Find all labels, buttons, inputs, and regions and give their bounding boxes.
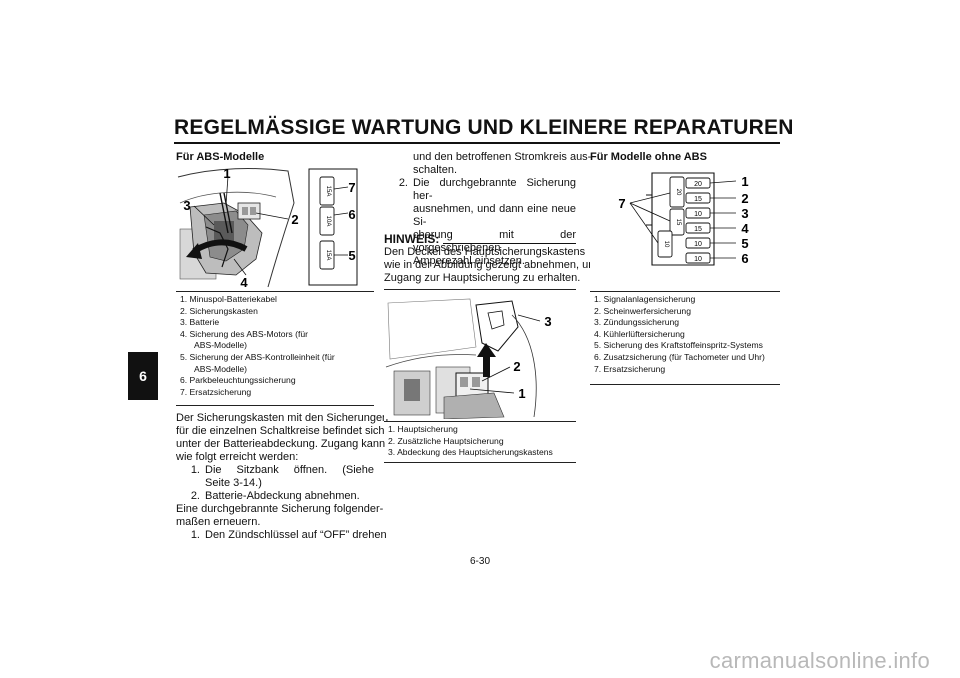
svg-text:10: 10 <box>694 241 702 248</box>
svg-text:20: 20 <box>694 181 702 188</box>
watermark: carmanualsonline.info <box>709 648 930 673</box>
svg-text:15: 15 <box>694 226 702 233</box>
caption-rule <box>590 384 780 385</box>
figure-label: 3 <box>183 198 190 213</box>
figure-label: 4 <box>741 221 749 236</box>
figure-label: 2 <box>513 359 520 374</box>
caption-rule <box>384 421 576 422</box>
svg-text:15A: 15A <box>325 186 331 197</box>
figure-label: 1 <box>741 174 748 189</box>
list-item: und den betroffenen Stromkreis aus-schal… <box>413 151 592 176</box>
svg-text:10A: 10A <box>325 216 331 227</box>
caption-rule <box>176 405 374 406</box>
caption-rule <box>384 462 576 463</box>
right-caption-list: 1. Signalanlagensicherung 2. Scheinwerfe… <box>594 294 765 374</box>
title-rule <box>174 142 780 144</box>
figure-label: 6 <box>741 251 748 266</box>
figure-abs-fuse-location: 15A 10A 15A 1 2 3 4 5 6 7 <box>176 163 374 290</box>
figure-label: 7 <box>618 196 625 211</box>
page-title: REGELMÄSSIGE WARTUNG UND KLEINERE REPARA… <box>174 116 794 139</box>
fuse-stack: 20 15 10 15 10 10 <box>685 177 711 264</box>
svg-text:15A: 15A <box>325 250 331 261</box>
figure-main-fuse: 3 2 1 <box>384 297 576 419</box>
figure-label: 6 <box>348 207 355 222</box>
list-item: 1. Den Zündschlüssel auf “OFF” drehen <box>190 529 387 541</box>
svg-text:20: 20 <box>675 189 681 196</box>
svg-text:10: 10 <box>694 256 702 263</box>
list-item: 2. Die durchgebrannte Sicherung her- aus… <box>398 177 576 267</box>
list-item: 2. Batterie-Abdeckung abnehmen. <box>190 490 360 502</box>
hinweis-text: Den Deckel des Hauptsicherungskastens wi… <box>384 246 598 284</box>
figure-label: 2 <box>291 212 298 227</box>
right-heading: Für Modelle ohne ABS <box>590 151 707 163</box>
figure-label: 1 <box>223 166 230 181</box>
hinweis-rule <box>384 289 576 290</box>
figure-label: 7 <box>348 180 355 195</box>
chapter-tab: 6 <box>128 352 158 400</box>
svg-text:15: 15 <box>694 196 702 203</box>
hinweis-label: HINWEIS: <box>384 232 440 246</box>
figure-non-abs-fusebox: 20 15 10 20 15 10 15 10 10 1 2 3 4 5 6 7 <box>590 165 780 287</box>
svg-text:15: 15 <box>675 219 681 226</box>
left-caption-list: 1. Minuspol-Batteriekabel 2. Sicherungsk… <box>180 294 335 397</box>
figure-label: 4 <box>240 275 248 290</box>
left-heading: Für ABS-Modelle <box>176 151 265 163</box>
figure-label: 3 <box>741 206 748 221</box>
svg-text:10: 10 <box>694 211 702 218</box>
hinweis-header: HINWEIS: <box>384 232 576 246</box>
svg-text:10: 10 <box>663 241 669 248</box>
figure-label: 5 <box>348 248 355 263</box>
caption-rule <box>176 291 374 292</box>
middle-body-text: und den betroffenen Stromkreis aus-schal… <box>384 151 592 268</box>
page-number: 6-30 <box>469 556 490 567</box>
middle-caption-list: 1. Hauptsicherung 2. Zusätzliche Hauptsi… <box>388 424 553 458</box>
figure-label: 1 <box>518 386 525 401</box>
figure-label: 5 <box>741 236 748 251</box>
figure-label: 3 <box>544 314 551 329</box>
left-body-text: Der Sicherungskasten mit den Sicherungen… <box>176 412 389 541</box>
caption-rule <box>590 291 780 292</box>
figure-label: 2 <box>741 191 748 206</box>
